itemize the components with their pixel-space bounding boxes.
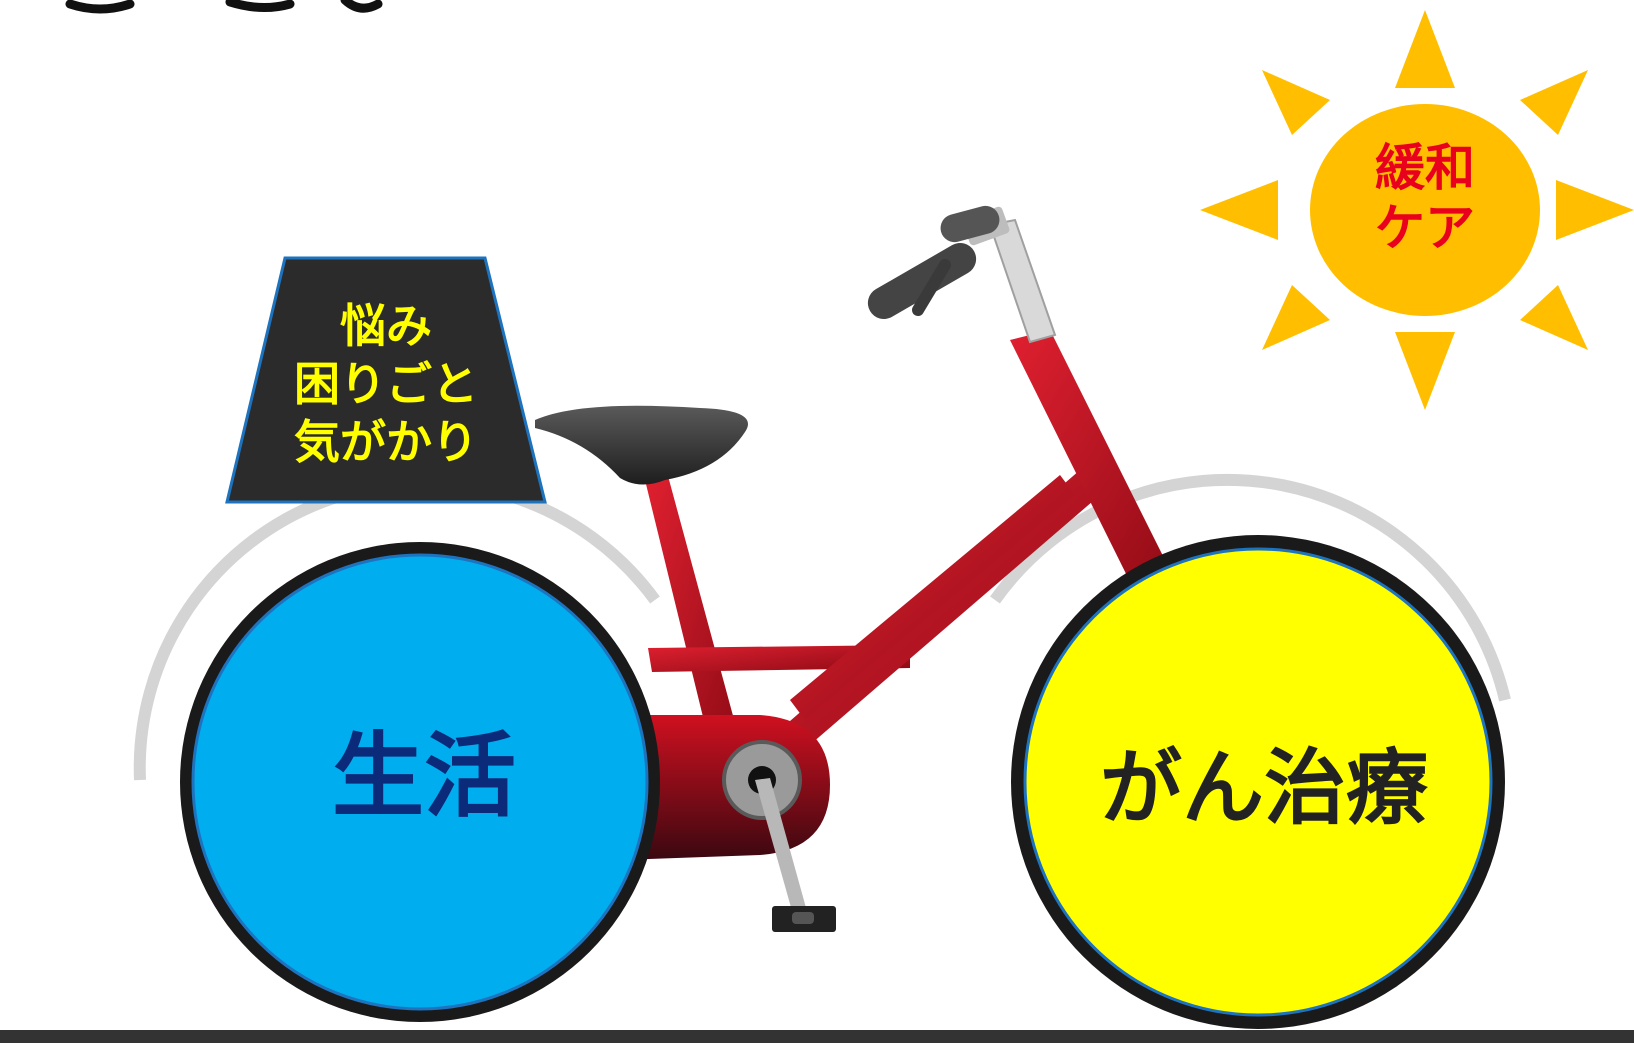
front-fender: [990, 473, 1511, 702]
rear-wheel-life: 生活: [180, 542, 660, 1022]
rear-wheel-label: 生活: [332, 723, 516, 830]
basket: 悩み 困りごと 気がかり: [225, 256, 547, 504]
crank-set: [722, 740, 836, 932]
basket-label-line-3: 気がかり: [294, 415, 478, 469]
bicycle-frame: [645, 330, 1185, 775]
clipped-heading-fragment: [65, 0, 383, 14]
basket-label-line-2: 困りごと: [294, 357, 478, 411]
ground-line: [0, 1030, 1634, 1043]
sun-label-line-1: 緩和: [1375, 139, 1475, 197]
saddle: [535, 405, 748, 485]
sun-icon: 緩和 ケア: [1200, 10, 1634, 410]
front-wheel-label: がん治療: [1100, 741, 1428, 836]
sun-label-line-2: ケア: [1375, 199, 1475, 257]
front-wheel-cancer-treatment: がん治療: [1011, 535, 1505, 1029]
basket-label-line-1: 悩み: [340, 299, 432, 353]
handlebar: [867, 205, 1057, 344]
